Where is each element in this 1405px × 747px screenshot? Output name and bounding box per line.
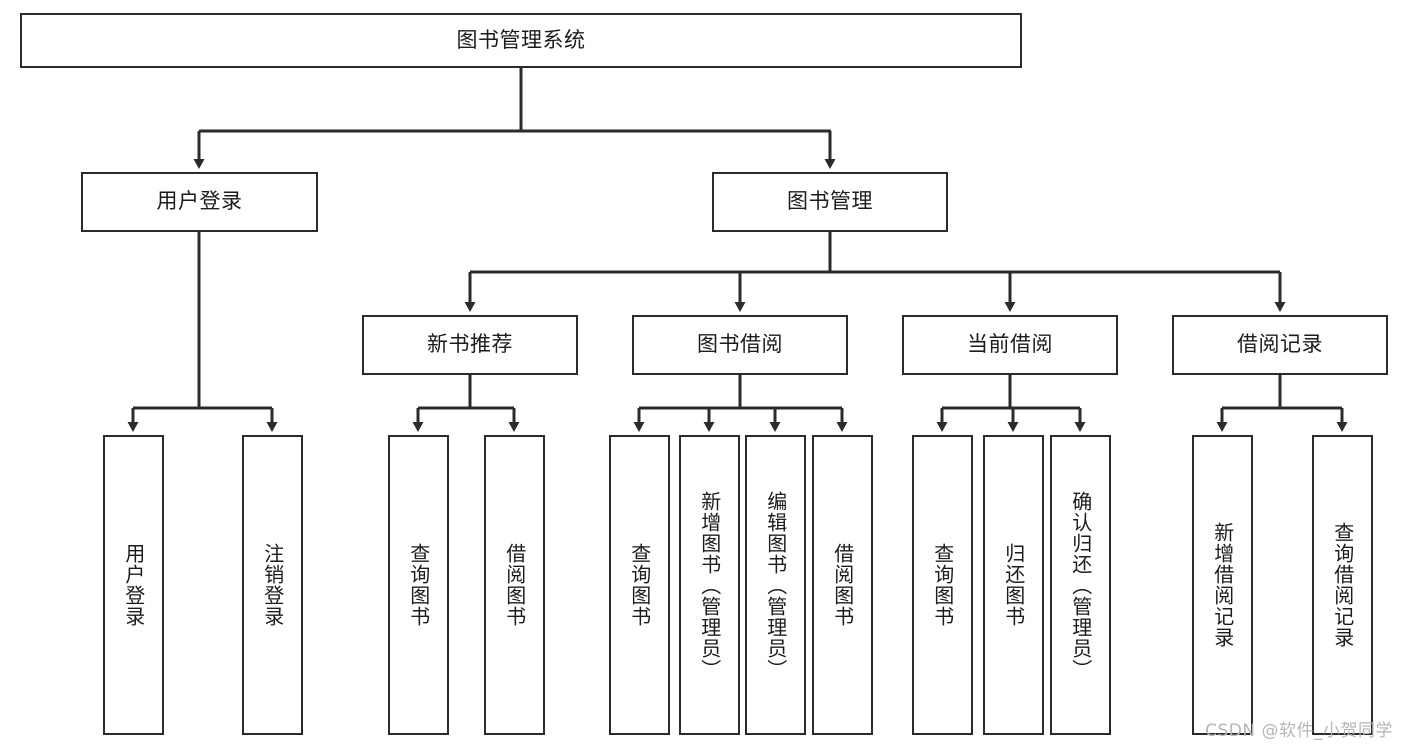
leaf-query-book-cur[interactable]: 查询图书 — [912, 435, 973, 735]
node-book-borrow-label: 图书借阅 — [697, 332, 783, 357]
leaf-borrow-book-label: 借阅图书 — [830, 543, 855, 627]
leaf-query-record[interactable]: 查询借阅记录 — [1312, 435, 1373, 735]
node-user-login[interactable]: 用户登录 — [81, 172, 318, 232]
node-root-label: 图书管理系统 — [456, 27, 586, 52]
leaf-query-book-rec[interactable]: 查询图书 — [388, 435, 449, 735]
leaf-user-login[interactable]: 用户登录 — [103, 435, 164, 735]
leaf-add-record[interactable]: 新增借阅记录 — [1192, 435, 1253, 735]
leaf-add-book[interactable]: 新增图书（管理员） — [679, 435, 740, 735]
leaf-query-book-rec-label: 查询图书 — [406, 543, 431, 627]
node-new-book-rec[interactable]: 新书推荐 — [362, 315, 578, 375]
leaf-query-book-borrow-label: 查询图书 — [627, 543, 652, 627]
leaf-query-book-cur-label: 查询图书 — [930, 543, 955, 627]
leaf-return-book-label: 归还图书 — [1001, 543, 1026, 627]
leaf-user-login-label: 用户登录 — [121, 543, 146, 627]
watermark-text: CSDN @软件_小贺同学 — [1205, 721, 1393, 741]
leaf-borrow-book[interactable]: 借阅图书 — [812, 435, 873, 735]
leaf-query-record-label: 查询借阅记录 — [1330, 522, 1355, 648]
node-book-manage-label: 图书管理 — [787, 189, 873, 214]
leaf-confirm-return-label: 确认归还（管理员） — [1068, 490, 1093, 680]
node-borrow-record-label: 借阅记录 — [1237, 332, 1323, 357]
node-current-borrow-label: 当前借阅 — [967, 332, 1053, 357]
leaf-edit-book[interactable]: 编辑图书（管理员） — [745, 435, 806, 735]
leaf-query-book-borrow[interactable]: 查询图书 — [609, 435, 670, 735]
leaf-logout-label: 注销登录 — [260, 543, 285, 627]
node-book-borrow[interactable]: 图书借阅 — [632, 315, 848, 375]
node-current-borrow[interactable]: 当前借阅 — [902, 315, 1118, 375]
leaf-add-record-label: 新增借阅记录 — [1210, 522, 1235, 648]
node-root[interactable]: 图书管理系统 — [20, 13, 1022, 68]
leaf-borrow-book-rec-label: 借阅图书 — [502, 543, 527, 627]
leaf-borrow-book-rec[interactable]: 借阅图书 — [484, 435, 545, 735]
leaf-return-book[interactable]: 归还图书 — [983, 435, 1044, 735]
leaf-confirm-return[interactable]: 确认归还（管理员） — [1050, 435, 1111, 735]
node-book-manage[interactable]: 图书管理 — [712, 172, 948, 232]
node-user-login-label: 用户登录 — [156, 189, 243, 214]
leaf-logout[interactable]: 注销登录 — [242, 435, 303, 735]
node-borrow-record[interactable]: 借阅记录 — [1172, 315, 1388, 375]
leaf-edit-book-label: 编辑图书（管理员） — [763, 490, 788, 680]
leaf-add-book-label: 新增图书（管理员） — [697, 490, 722, 680]
node-new-book-rec-label: 新书推荐 — [427, 332, 513, 357]
